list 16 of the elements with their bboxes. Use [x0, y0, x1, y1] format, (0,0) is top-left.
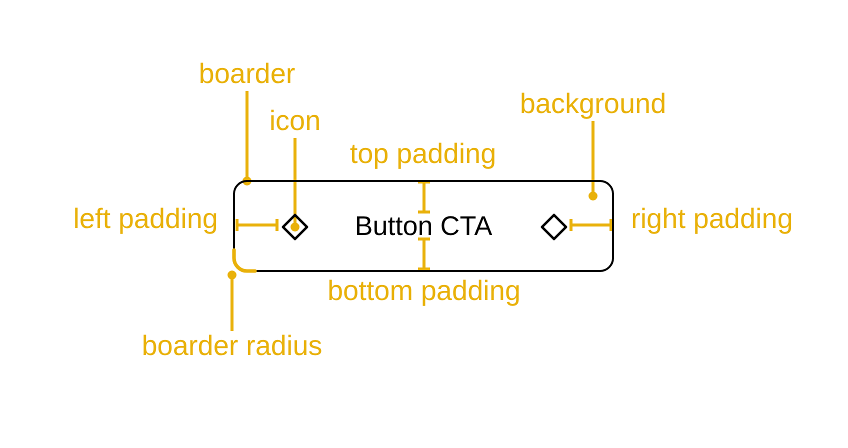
callout-label: boarder [198, 58, 296, 90]
callout-label: icon [269, 105, 321, 137]
diamond-icon [540, 213, 568, 241]
leader-line [242, 91, 252, 186]
dimension-label: left padding [73, 203, 218, 235]
button-outline [233, 180, 614, 272]
callout-label: background [520, 88, 666, 120]
diamond-icon [281, 213, 309, 241]
dimension-label: top padding [350, 138, 496, 170]
callout-label: boarder radius [142, 330, 322, 362]
dimension-label: right padding [631, 203, 793, 235]
leader-line [228, 270, 236, 331]
button-label: Button CTA [354, 210, 492, 242]
leader-line [290, 138, 300, 232]
dimension-label: bottom padding [327, 275, 521, 307]
leader-line [588, 121, 598, 200]
